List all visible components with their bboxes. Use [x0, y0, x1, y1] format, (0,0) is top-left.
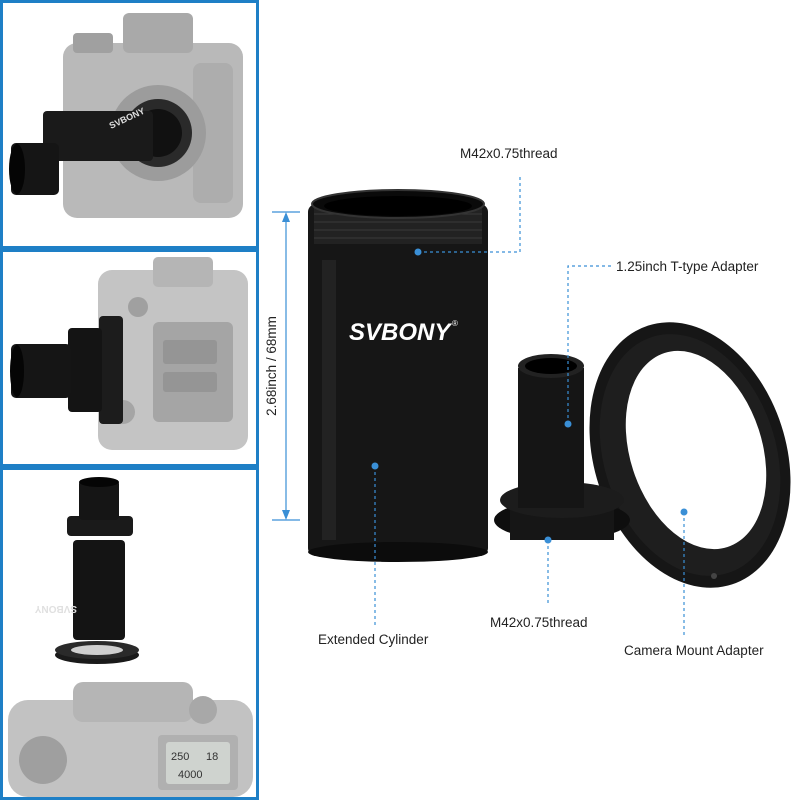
dot-t-adapter: [564, 420, 572, 428]
extended-cylinder: SVBONY ®: [308, 189, 488, 562]
guide-lines: [374, 174, 685, 636]
top-thread-label: M42x0.75thread: [460, 146, 558, 161]
camera-mount-label: Camera Mount Adapter: [624, 643, 764, 658]
product-diagram: SVBONY ®: [262, 0, 800, 800]
dimension-label: 2.68inch / 68mm: [264, 316, 279, 416]
bottom-thread-label: M42x0.75thread: [490, 615, 588, 630]
thumb-panel-back-view: [0, 249, 259, 467]
camera-lcd-line3: 4000: [178, 769, 202, 781]
cylinder-label: Extended Cylinder: [318, 632, 429, 647]
camera-lcd-line1: 250: [171, 751, 189, 763]
dot-bottom-thread: [544, 536, 552, 544]
product-illustration: SVBONY ®: [264, 174, 791, 636]
thumb-panel-stacked-view: 250 18 4000 SVBONY: [0, 467, 259, 800]
camera-lcd-line2: 18: [206, 751, 218, 763]
dot-cylinder: [371, 462, 379, 470]
registered-mark: ®: [452, 319, 458, 328]
brand-mark-stacked: SVBONY: [34, 603, 77, 614]
camera-back-view-image: [10, 257, 248, 450]
camera-stacked-image: 250 18 4000 SVBONY: [8, 477, 253, 797]
t-adapter-label: 1.25inch T-type Adapter: [616, 259, 759, 274]
dot-top-thread: [414, 248, 422, 256]
camera-mount-adapter: [589, 322, 791, 588]
camera-side-mounted-image: SVBONY: [9, 13, 243, 218]
dot-camera-mount: [680, 508, 688, 516]
thumb-panel-side-mounted: SVBONY: [0, 0, 259, 249]
dimension-arrow: [272, 211, 300, 521]
cylinder-brand-logo: SVBONY: [349, 319, 452, 346]
t-type-adapter: [494, 354, 630, 540]
